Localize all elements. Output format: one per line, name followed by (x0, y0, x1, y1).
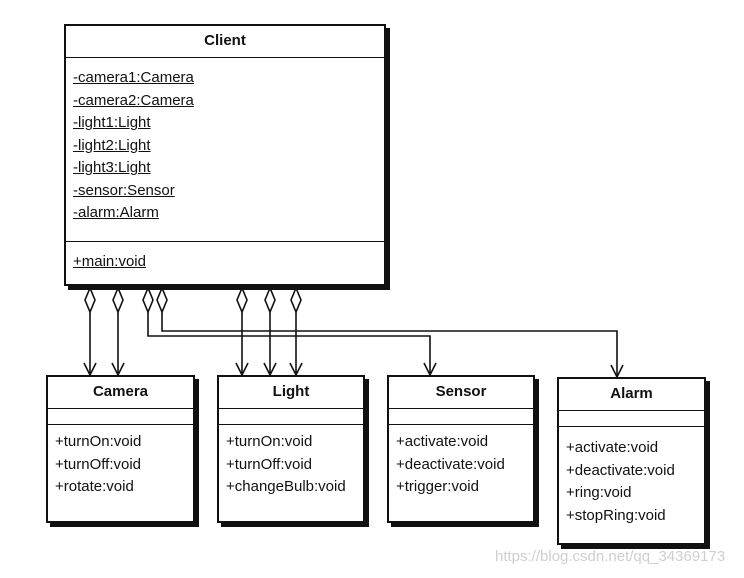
attributes-compartment (48, 409, 193, 425)
attribute: -light3:Light (73, 159, 151, 176)
class-light[interactable]: Light +turnOn:void +turnOff:void +change… (217, 375, 365, 523)
aggregation-camera2 (111, 285, 125, 377)
aggregation-light3 (289, 285, 303, 377)
class-camera[interactable]: Camera +turnOn:void +turnOff:void +rotat… (46, 375, 195, 523)
attribute: -camera2:Camera (73, 91, 194, 109)
class-name: Alarm (559, 379, 704, 411)
attributes-compartment (389, 409, 533, 425)
class-name: Sensor (389, 377, 533, 409)
class-sensor[interactable]: Sensor +activate:void +deactivate:void +… (387, 375, 535, 523)
operation: +activate:void (396, 433, 489, 450)
attribute: -light2:Light (73, 136, 151, 154)
class-name: Camera (48, 377, 193, 409)
operation: +deactivate:void (566, 461, 675, 479)
operation: +rotate:void (55, 478, 134, 495)
class-name: Client (66, 26, 384, 58)
operations-compartment: +activate:void +deactivate:void +ring:vo… (559, 427, 704, 527)
operation: +turnOff:void (55, 455, 142, 473)
attribute: -sensor:Sensor (73, 181, 175, 199)
operations-compartment: +activate:void +deactivate:void +trigger… (389, 425, 533, 499)
operation: +ring:void (566, 484, 632, 501)
operation: +turnOff:void (226, 455, 313, 473)
operation: +turnOn:void (226, 433, 313, 450)
attribute: -alarm:Alarm (73, 204, 159, 221)
aggregation-alarm (156, 285, 624, 379)
operation: +stopRing:void (566, 506, 666, 524)
class-client[interactable]: Client -camera1:Camera -camera2:Camera -… (64, 24, 386, 286)
attributes-compartment (219, 409, 363, 425)
operation: +deactivate:void (396, 455, 505, 473)
operation: +changeBulb:void (226, 478, 346, 495)
operation: +trigger:void (396, 478, 479, 495)
attribute: -camera1:Camera (73, 69, 194, 86)
attributes-compartment (559, 411, 704, 427)
attribute: -light1:Light (73, 114, 151, 131)
aggregation-light2 (263, 285, 277, 377)
watermark: https://blog.csdn.net/qq_34369173 (495, 548, 726, 565)
operation: +turnOn:void (55, 433, 142, 450)
operations-compartment: +main:void (66, 242, 384, 284)
class-name: Light (219, 377, 363, 409)
class-alarm[interactable]: Alarm +activate:void +deactivate:void +r… (557, 377, 706, 545)
aggregation-camera1 (83, 285, 97, 377)
attributes-compartment: -camera1:Camera -camera2:Camera -light1:… (66, 58, 384, 242)
operation: +activate:void (566, 439, 659, 456)
operations-compartment: +turnOn:void +turnOff:void +changeBulb:v… (219, 425, 363, 499)
operations-compartment: +turnOn:void +turnOff:void +rotate:void (48, 425, 193, 499)
operation: +main:void (73, 253, 146, 270)
